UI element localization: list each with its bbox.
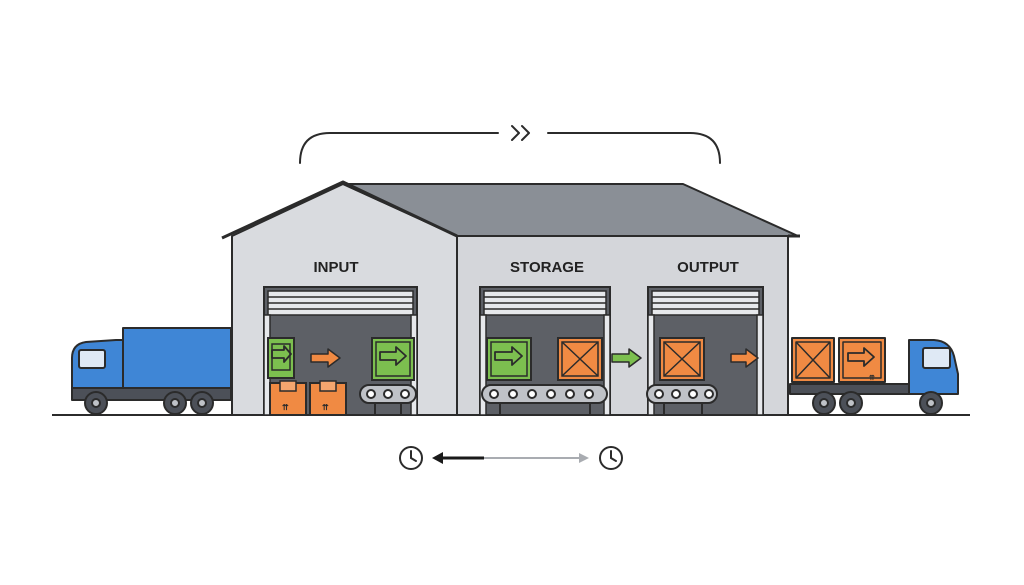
clock-icon bbox=[399, 446, 423, 470]
fragile-mark-icon: ⇈ bbox=[869, 374, 875, 382]
clock-icon bbox=[599, 446, 623, 470]
storage-zone-boxes bbox=[486, 337, 603, 381]
truck-window bbox=[922, 347, 951, 369]
truck-container bbox=[122, 327, 232, 391]
truck-window bbox=[78, 349, 106, 369]
conveyor-storage bbox=[481, 384, 608, 415]
inbound-truck bbox=[71, 327, 232, 415]
orange-box bbox=[838, 337, 886, 383]
input-zone-boxes bbox=[267, 337, 415, 416]
orange-flow-arrow bbox=[310, 348, 341, 368]
svg-text:⇈: ⇈ bbox=[282, 403, 289, 412]
svg-text:⇈: ⇈ bbox=[322, 403, 329, 412]
outbound-truck bbox=[789, 337, 959, 415]
zone-label-storage: STORAGE bbox=[510, 259, 584, 276]
green-flow-arrow bbox=[611, 348, 642, 368]
box-arrow-icon bbox=[271, 345, 407, 366]
green-box bbox=[371, 337, 415, 381]
double-chevron-right-icon bbox=[511, 125, 530, 141]
fragile-mark-icon: ⇈⇈ bbox=[282, 403, 329, 412]
gable-eave-trim bbox=[221, 180, 458, 240]
flow-bracket bbox=[299, 132, 721, 164]
output-zone-boxes bbox=[659, 337, 705, 381]
zone-label-output: OUTPUT bbox=[677, 259, 739, 276]
zone-label-input: INPUT bbox=[314, 259, 359, 276]
conveyor-input bbox=[359, 384, 417, 415]
bidirectional-arrow-icon bbox=[432, 452, 589, 464]
green-box bbox=[486, 337, 532, 381]
conveyor-output bbox=[646, 384, 718, 415]
rollup-shutters bbox=[267, 290, 760, 316]
orange-flow-arrow bbox=[730, 348, 759, 368]
